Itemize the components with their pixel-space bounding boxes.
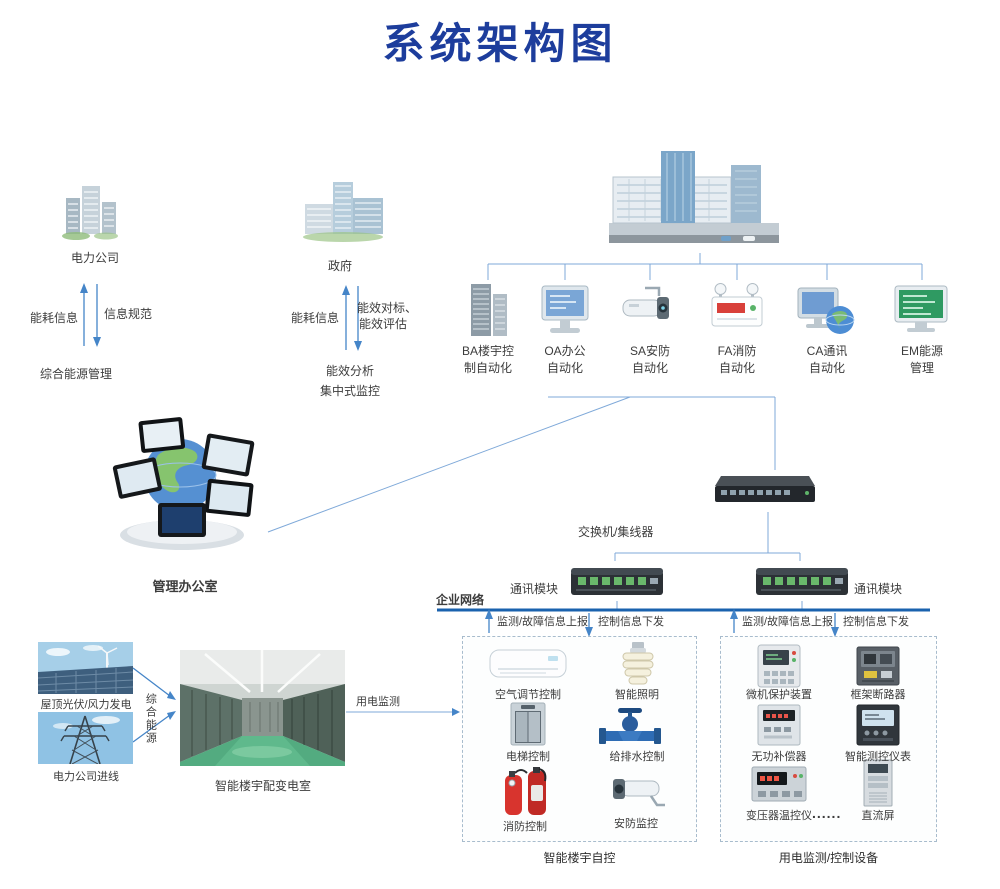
government-label: 政府 [327, 259, 352, 273]
report-up-label-left: 监测/故障信息上报 [497, 616, 589, 628]
fa-label-line2: 自动化 [718, 360, 755, 375]
ba-label-line1: BA楼宇控 [461, 344, 514, 358]
oa-icon [530, 280, 600, 340]
fa-label-line1: FA消防 [717, 344, 757, 358]
comm-module-label-right: 通讯模块 [854, 582, 903, 596]
switch-label: 交换机/集线器 [578, 525, 654, 539]
compensator-icon [755, 703, 803, 747]
pv-wind-label: 屋顶光伏/风力发电 [40, 699, 132, 711]
building-box-caption: 智能楼宇自控 [543, 851, 616, 865]
switch-icon [711, 470, 819, 512]
meter-icon [854, 703, 902, 747]
lighting-label: 智能照明 [615, 689, 659, 701]
government-icon [295, 176, 390, 246]
power-line-icon [38, 712, 133, 764]
power-monitor-label: 用电监测 [356, 696, 400, 708]
bulb-icon [617, 641, 659, 689]
breaker-icon [854, 643, 902, 689]
security-monitor-label: 安防监控 [614, 818, 658, 830]
substation-room-label: 智能楼宇配变电室 [214, 779, 311, 793]
comm-module-icon [753, 561, 851, 601]
water-label: 给排水控制 [609, 751, 665, 763]
oa-label: OA办公 自动化 [525, 343, 605, 377]
oa-label-line1: OA办公 [544, 344, 586, 358]
comm-module-label-left: 通讯模块 [510, 582, 559, 596]
protection-device-label: 微机保护装置 [746, 689, 812, 701]
elevator-icon [508, 701, 548, 747]
gov-evaluate-label: 能效评估 [359, 317, 408, 331]
ca-label: CA通讯 自动化 [787, 343, 867, 377]
temp-controller-label: 变压器温控仪 [746, 810, 812, 822]
integrated-energy-label: 综合能源 [144, 693, 157, 745]
page-title: 系统架构图 [382, 20, 618, 67]
management-office-icon [100, 403, 265, 568]
power-device-box [720, 636, 937, 842]
power-company-icon [60, 178, 126, 244]
ca-label-line1: CA通讯 [806, 344, 848, 358]
sa-label-line2: 自动化 [631, 360, 668, 375]
fa-label: FA消防 自动化 [697, 343, 777, 377]
control-down-label-left: 控制信息下发 [598, 616, 664, 628]
power-company-label: 电力公司 [70, 251, 119, 265]
ba-label: BA楼宇控 制自动化 [448, 343, 528, 377]
em-icon [887, 280, 957, 340]
more-devices-ellipsis: ...... [812, 805, 842, 821]
gov-benchmark-label: 能效对标、 [357, 301, 418, 315]
sa-label: SA安防 自动化 [610, 343, 690, 377]
ca-label-line2: 自动化 [808, 360, 845, 375]
substation-room-icon [180, 650, 345, 766]
central-monitoring-label: 集中式监控 [319, 384, 380, 398]
elevator-label: 电梯控制 [506, 751, 550, 763]
fa-icon [702, 280, 772, 340]
fire-extinguisher-icon [495, 761, 555, 819]
meter-label: 智能测控仪表 [845, 751, 911, 763]
comm-module-icon [568, 561, 666, 601]
em-label-line1: EM能源 [900, 344, 943, 358]
hq-building-icon [603, 143, 785, 253]
pv-wind-icon [38, 642, 133, 694]
oa-label-line2: 自动化 [546, 360, 583, 375]
dc-panel-label: 直流屏 [861, 810, 895, 822]
ba-label-line2: 制自动化 [463, 360, 512, 375]
report-up-label-right: 监测/故障信息上报 [742, 616, 834, 628]
ac-icon [488, 647, 568, 683]
sa-icon [615, 280, 685, 340]
temp-controller-icon [750, 763, 808, 805]
em-label-line2: 管理 [909, 360, 934, 375]
info-standard-label: 信息规范 [104, 307, 153, 321]
fire-control-label: 消防控制 [503, 821, 547, 833]
valve-icon [598, 705, 662, 749]
dc-panel-icon [859, 758, 897, 808]
ba-building-icon [453, 280, 523, 340]
protection-device-icon [755, 643, 803, 689]
grid-in-label: 电力公司进线 [53, 771, 119, 783]
control-down-label-right: 控制信息下发 [843, 616, 909, 628]
sa-label-line1: SA安防 [629, 344, 670, 358]
em-label: EM能源 管理 [882, 343, 962, 377]
ac-label: 空气调节控制 [495, 689, 561, 701]
integrated-energy-mgmt-label: 综合能源管理 [39, 367, 112, 381]
power-box-caption: 用电监测/控制设备 [778, 851, 879, 865]
compensator-label: 无功补偿器 [751, 751, 807, 763]
ca-icon [792, 280, 862, 340]
camera-icon [601, 771, 671, 811]
breaker-label: 框架断路器 [850, 689, 906, 701]
energy-info-label-left: 能耗信息 [30, 311, 79, 325]
enterprise-network-label: 企业网络 [436, 593, 485, 607]
management-office-label: 管理办公室 [152, 579, 218, 594]
gov-energy-info-label: 能耗信息 [291, 311, 340, 325]
efficiency-analysis-label: 能效分析 [325, 364, 374, 378]
